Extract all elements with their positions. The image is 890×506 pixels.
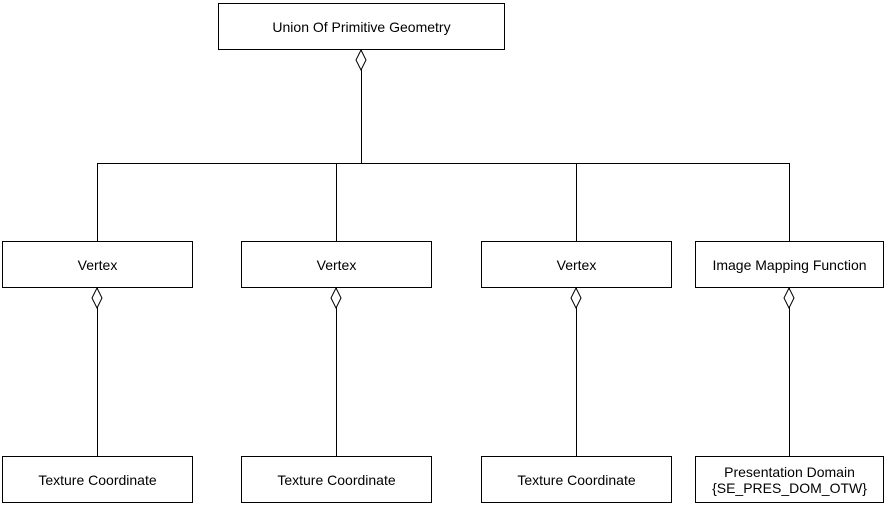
node-label: Vertex bbox=[556, 256, 597, 273]
connector-vertex-2-texture-coordinate bbox=[336, 288, 337, 456]
connector-vertex-1-texture-coordinate bbox=[97, 288, 98, 456]
node-label: Texture Coordinate bbox=[517, 471, 636, 488]
node-vertex-3: Vertex bbox=[481, 241, 672, 288]
aggregation-diamond-icon bbox=[355, 49, 367, 71]
aggregation-diamond-icon bbox=[783, 287, 795, 309]
connector-root-trunk bbox=[361, 50, 362, 163]
connector-image-mapping-function-presentation-domain bbox=[789, 288, 790, 456]
aggregation-diamond-icon bbox=[570, 287, 582, 309]
node-label: Image Mapping Function bbox=[712, 256, 867, 273]
connector-horizontal-bus bbox=[97, 163, 790, 164]
node-label: Vertex bbox=[316, 256, 357, 273]
node-label-line-1: Presentation Domain bbox=[724, 463, 855, 480]
node-texture-coordinate-1: Texture Coordinate bbox=[2, 456, 193, 503]
node-texture-coordinate-3: Texture Coordinate bbox=[481, 456, 672, 503]
connector-drop-image-mapping-function bbox=[789, 163, 790, 241]
node-presentation-domain: Presentation Domain {SE_PRES_DOM_OTW} bbox=[695, 456, 884, 503]
node-vertex-2: Vertex bbox=[241, 241, 432, 288]
node-label: Texture Coordinate bbox=[38, 471, 157, 488]
aggregation-diamond-icon bbox=[91, 287, 103, 309]
node-label-line-2: {SE_PRES_DOM_OTW} bbox=[712, 479, 867, 496]
node-label: Union Of Primitive Geometry bbox=[272, 18, 451, 35]
aggregation-diamond-icon bbox=[330, 287, 342, 309]
connector-vertex-3-texture-coordinate bbox=[576, 288, 577, 456]
node-label: Texture Coordinate bbox=[277, 471, 396, 488]
node-texture-coordinate-2: Texture Coordinate bbox=[241, 456, 432, 503]
node-image-mapping-function: Image Mapping Function bbox=[695, 241, 884, 288]
connector-drop-vertex-3 bbox=[576, 163, 577, 241]
connector-drop-vertex-1 bbox=[97, 163, 98, 241]
node-label: Vertex bbox=[77, 256, 118, 273]
node-vertex-1: Vertex bbox=[2, 241, 193, 288]
node-union-of-primitive-geometry: Union Of Primitive Geometry bbox=[218, 3, 505, 50]
connector-drop-vertex-2 bbox=[336, 163, 337, 241]
